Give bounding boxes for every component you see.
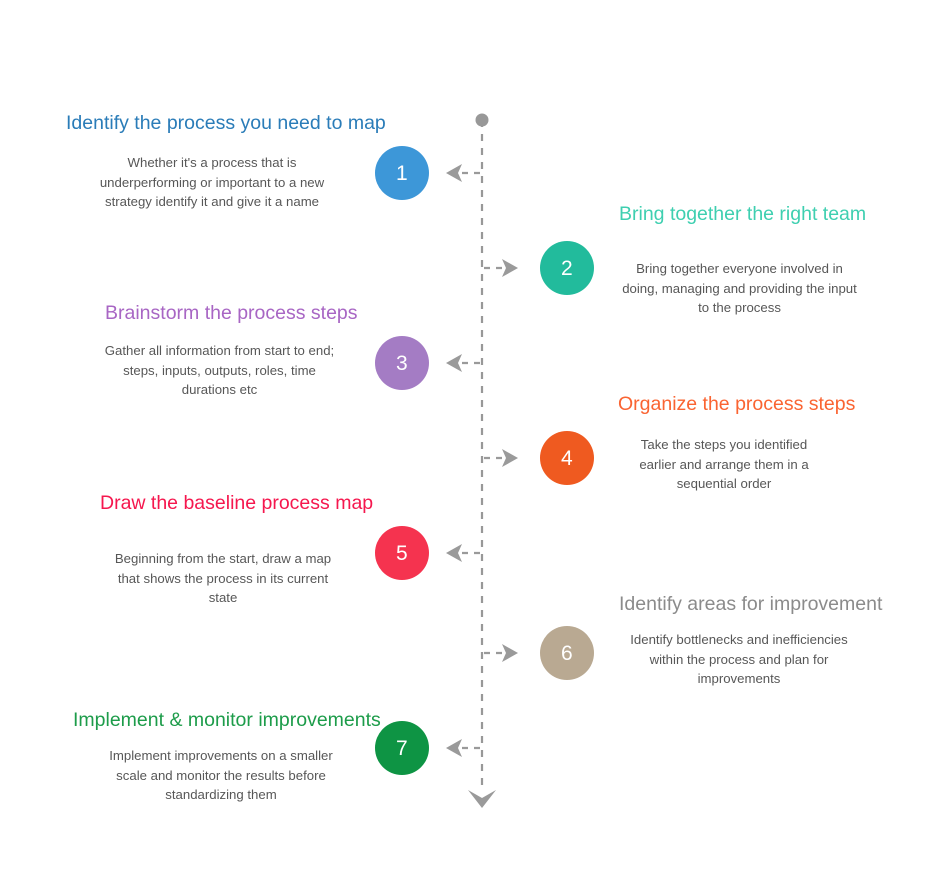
step-5-body-block: Beginning from the start, draw a map tha… <box>106 549 340 608</box>
step-6-body: Identify bottlenecks and inefficiencies … <box>630 632 848 687</box>
step-4-number-badge[interactable]: 4 <box>540 431 594 485</box>
step-1-text-block: Identify the process you need to map <box>66 112 386 135</box>
step-7-body-block: Implement improvements on a smaller scal… <box>104 746 338 805</box>
step-1-number: 1 <box>396 161 408 185</box>
step-4-text-block: Organize the process steps <box>618 393 918 416</box>
step-2-text-block: Bring together the right team <box>619 203 919 226</box>
connector-arrow-3 <box>446 354 480 372</box>
step-2-body: Bring together everyone involved in doin… <box>622 261 857 316</box>
step-2-title: Bring together the right team <box>619 203 867 225</box>
step-6-number-badge[interactable]: 6 <box>540 626 594 680</box>
step-7-number: 7 <box>396 736 408 760</box>
step-1-title: Identify the process you need to map <box>66 112 386 134</box>
start-dot <box>475 113 489 127</box>
step-7-body: Implement improvements on a smaller scal… <box>109 748 333 803</box>
connector-arrow-6 <box>484 644 518 662</box>
step-1-body-block: Whether it's a process that is underperf… <box>86 153 338 212</box>
step-3-number: 3 <box>396 351 408 375</box>
step-3-body: Gather all information from start to end… <box>104 343 335 398</box>
connector-arrow-5 <box>446 544 480 562</box>
end-arrow-down-icon <box>468 790 496 808</box>
step-6-body-block: Identify bottlenecks and inefficiencies … <box>621 630 857 689</box>
step-4-title: Organize the process steps <box>618 393 856 415</box>
step-6-text-block: Identify areas for improvement <box>619 593 934 616</box>
step-6-number: 6 <box>561 641 573 665</box>
step-2-body-block: Bring together everyone involved in doin… <box>617 259 862 318</box>
step-2-number: 2 <box>561 256 573 280</box>
step-5-title: Draw the baseline process map <box>100 492 374 514</box>
step-5-body: Beginning from the start, draw a map tha… <box>114 551 332 606</box>
step-7-text-block: Implement & monitor improvements <box>73 709 403 732</box>
step-7-title: Implement & monitor improvements <box>73 709 381 731</box>
connector-arrow-4 <box>484 449 518 467</box>
step-2-number-badge[interactable]: 2 <box>540 241 594 295</box>
step-5-number-badge[interactable]: 5 <box>375 526 429 580</box>
step-1-body: Whether it's a process that is underperf… <box>99 155 325 210</box>
step-7-number-badge[interactable]: 7 <box>375 721 429 775</box>
step-1-number-badge[interactable]: 1 <box>375 146 429 200</box>
step-3-title: Brainstorm the process steps <box>105 302 358 324</box>
step-3-number-badge[interactable]: 3 <box>375 336 429 390</box>
step-4-body-block: Take the steps you identified earlier an… <box>625 435 823 494</box>
connector-arrow-1 <box>446 164 480 182</box>
step-4-body: Take the steps you identified earlier an… <box>639 437 809 492</box>
connector-arrow-2 <box>484 259 518 277</box>
step-5-number: 5 <box>396 541 408 565</box>
step-5-text-block: Draw the baseline process map <box>100 492 420 515</box>
step-4-number: 4 <box>561 446 573 470</box>
step-3-text-block: Brainstorm the process steps <box>105 302 405 325</box>
connector-arrow-7 <box>446 739 480 757</box>
step-6-title: Identify areas for improvement <box>619 593 883 615</box>
step-3-body-block: Gather all information from start to end… <box>98 341 341 400</box>
